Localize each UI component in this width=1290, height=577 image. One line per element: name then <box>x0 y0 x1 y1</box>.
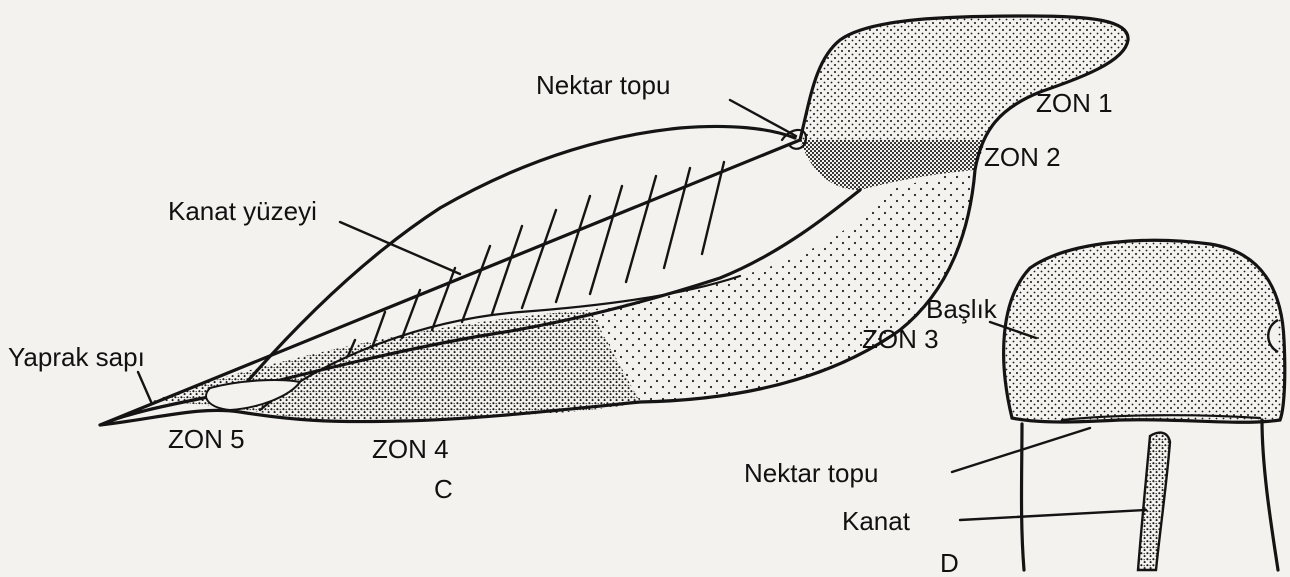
label-zon3: ZON 3 <box>862 324 939 354</box>
pitcher-body-left <box>1022 424 1025 570</box>
label-yaprak-sapi: Yaprak sapı <box>8 342 145 372</box>
label-figure-d: D <box>940 548 959 577</box>
label-zon4: ZON 4 <box>372 434 449 464</box>
figure-c-pitcher-leaf: Nektar topu ZON 1 ZON 2 Kanat yüzeyi Yap… <box>8 16 1128 504</box>
label-kanat: Kanat <box>842 506 911 536</box>
label-zon2: ZON 2 <box>984 142 1061 172</box>
label-kanat-yuzeyi: Kanat yüzeyi <box>168 196 317 226</box>
leader-kanat <box>960 510 1146 520</box>
wing-strip <box>1138 433 1170 570</box>
label-zon5: ZON 5 <box>168 424 245 454</box>
label-nektar-topu-c: Nektar topu <box>536 70 670 100</box>
hood-fill <box>1004 240 1285 422</box>
leader-kanat-yuzeyi <box>340 222 460 274</box>
pitcher-body-right <box>1262 420 1278 570</box>
label-nektar-topu-d: Nektar topu <box>744 458 878 488</box>
label-figure-c: C <box>434 474 453 504</box>
label-zon1: ZON 1 <box>1036 88 1113 118</box>
label-baslik: Başlık <box>926 294 998 324</box>
leader-yaprak-sapi <box>138 372 152 404</box>
